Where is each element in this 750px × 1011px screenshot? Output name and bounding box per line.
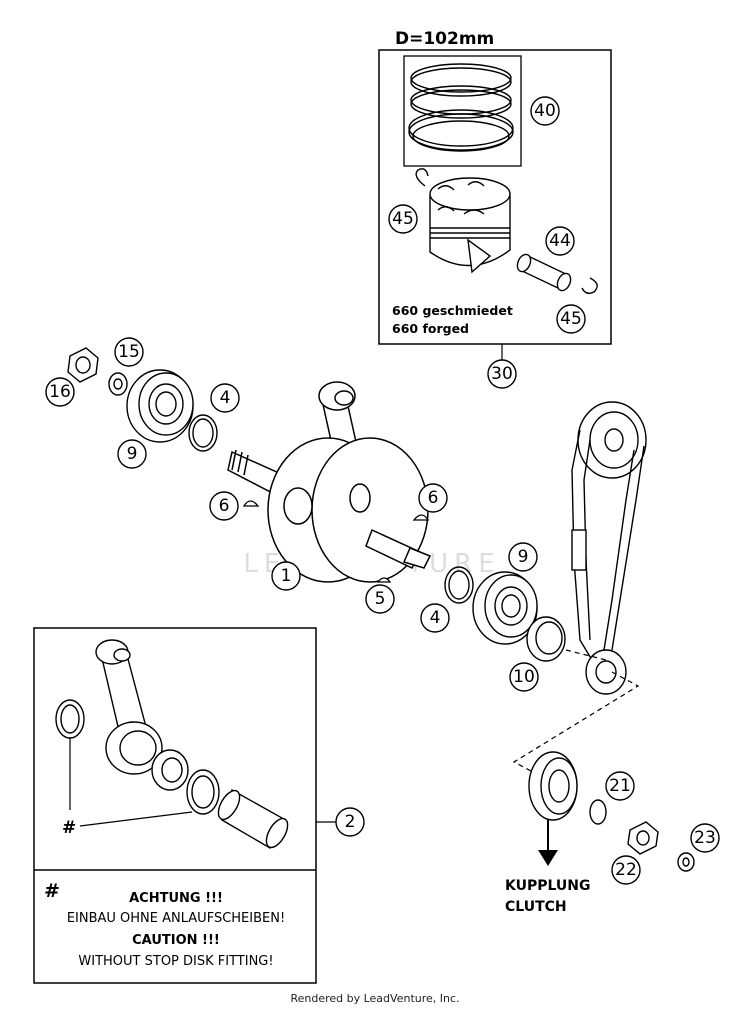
piston-rings xyxy=(408,63,514,152)
callout-22: 22 xyxy=(615,860,637,880)
dashed-leaders xyxy=(512,649,640,783)
footer-credit: Rendered by LeadVenture, Inc. xyxy=(290,992,460,1005)
callout-44: 44 xyxy=(549,231,571,251)
washer-21 xyxy=(589,799,607,825)
shim-left xyxy=(188,414,218,452)
diameter-label: D=102mm xyxy=(395,29,494,49)
callout-2: 2 xyxy=(345,812,356,832)
circlip-top xyxy=(415,168,429,187)
crankshaft xyxy=(227,381,432,583)
note-hash: # xyxy=(44,880,60,902)
shim-right xyxy=(444,566,474,604)
piston-group: D=102mm xyxy=(378,29,612,360)
inset-hash: # xyxy=(62,818,76,838)
callout-1: 1 xyxy=(281,566,292,586)
callout-15: 15 xyxy=(118,342,140,362)
circlip-right xyxy=(581,277,598,295)
callout-4-right: 4 xyxy=(430,608,441,628)
note-line-1: ACHTUNG !!! xyxy=(129,891,223,906)
callout-45-top: 45 xyxy=(392,209,414,229)
callout-23: 23 xyxy=(694,828,716,848)
piston-pin xyxy=(516,253,572,292)
callout-6-right: 6 xyxy=(428,488,439,508)
clutch-arrow xyxy=(538,820,558,866)
callout-30: 30 xyxy=(491,364,513,384)
right-bearing-set xyxy=(444,566,566,662)
callout-9-right: 9 xyxy=(518,547,529,567)
callout-labels: 40 45 44 45 30 15 16 4 9 6 6 1 5 9 4 10 … xyxy=(49,101,716,880)
timing-chain xyxy=(571,401,647,695)
variant-line-1: 660 geschmiedet xyxy=(392,303,513,318)
inset-box xyxy=(33,627,317,984)
left-bearing-set xyxy=(67,347,218,452)
piston-box xyxy=(378,49,612,345)
clutch-label-2: CLUTCH xyxy=(505,899,567,915)
woodruff-keys xyxy=(242,500,430,583)
callout-21: 21 xyxy=(609,776,631,796)
callout-45-bottom: 45 xyxy=(560,309,582,329)
variant-line-2: 660 forged xyxy=(392,321,469,336)
clutch-gear-group xyxy=(528,751,695,872)
callout-6-left: 6 xyxy=(219,496,230,516)
inset-shim-right xyxy=(186,769,220,815)
callout-4-left: 4 xyxy=(220,388,231,408)
note-line-3: CAUTION !!! xyxy=(132,933,220,948)
note-line-4: WITHOUT STOP DISK FITTING! xyxy=(78,954,273,969)
clutch-label-1: KUPPLUNG xyxy=(505,878,591,894)
callouts xyxy=(45,96,720,885)
callout-10: 10 xyxy=(513,667,535,687)
note-line-2: EINBAU OHNE ANLAUFSCHEIBEN! xyxy=(67,911,285,926)
callout-40: 40 xyxy=(534,101,556,121)
note-box: # ACHTUNG !!! EINBAU OHNE ANLAUFSCHEIBEN… xyxy=(44,880,285,969)
callout-5: 5 xyxy=(375,589,386,609)
conrod-inset: # xyxy=(33,627,336,984)
callout-9-left: 9 xyxy=(127,444,138,464)
callout-16: 16 xyxy=(49,382,71,402)
ring-box xyxy=(403,55,522,167)
piston xyxy=(429,177,511,274)
